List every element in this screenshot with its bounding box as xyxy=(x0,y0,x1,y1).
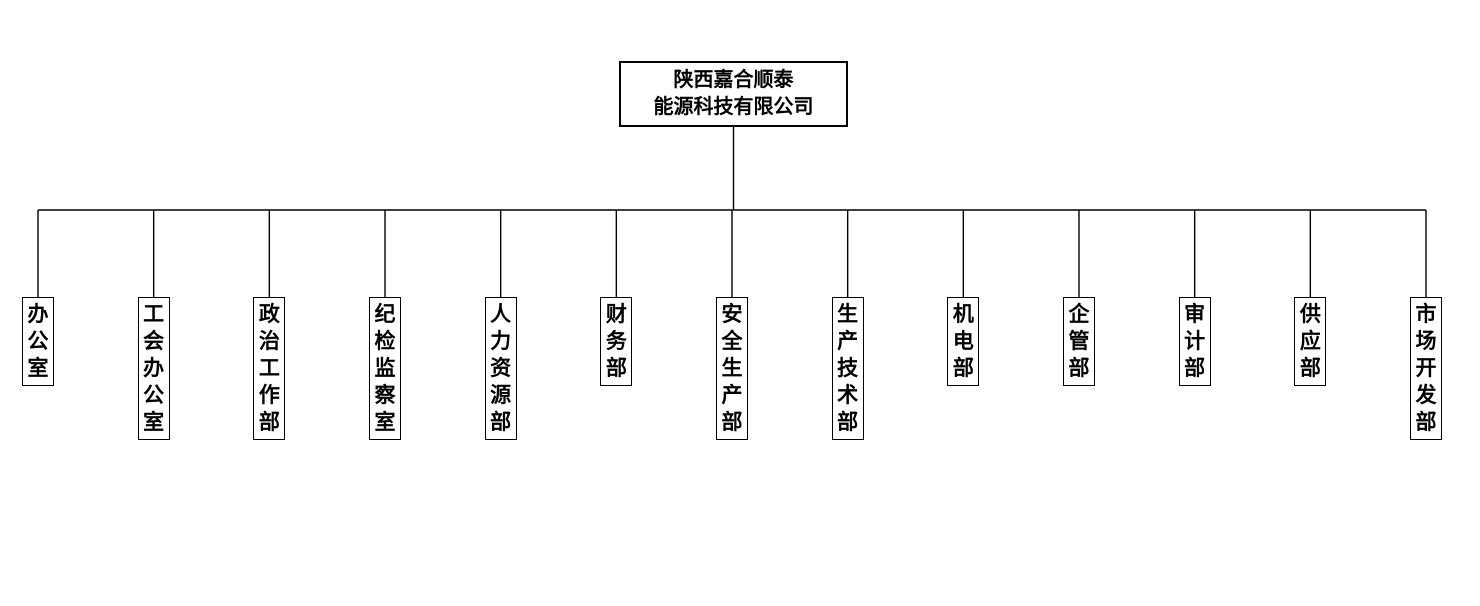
org-root-name-line1: 陕西嘉合顺泰 xyxy=(673,69,794,91)
dept-label-char: 部 xyxy=(490,410,512,434)
dept-label-char: 办 xyxy=(27,302,49,326)
dept-label-char: 生 xyxy=(837,302,859,326)
dept-label-char: 部 xyxy=(605,356,627,380)
dept-label-char: 察 xyxy=(374,383,396,407)
dept-label-char: 机 xyxy=(952,302,974,326)
dept-label-char: 治 xyxy=(258,329,280,353)
dept-label-char: 公 xyxy=(143,383,165,407)
dept-label-char: 部 xyxy=(1184,356,1206,380)
dept-label-char: 源 xyxy=(490,383,512,407)
dept-label-char: 计 xyxy=(1184,329,1206,353)
dept-label-char: 管 xyxy=(1068,329,1090,353)
dept-label-char: 部 xyxy=(258,410,280,434)
dept-label-char: 室 xyxy=(374,410,396,434)
dept-label-char: 监 xyxy=(374,356,396,380)
dept-box-3: 政治工作部 xyxy=(253,297,286,440)
dept-box-10: 企管部 xyxy=(1063,297,1095,386)
dept-label-char: 室 xyxy=(27,356,49,380)
dept-label-char: 部 xyxy=(1068,356,1090,380)
dept-box-12: 供应部 xyxy=(1294,297,1327,386)
dept-label-char: 供 xyxy=(1299,302,1321,326)
dept-label-char: 室 xyxy=(143,410,165,434)
dept-label-char: 审 xyxy=(1184,302,1206,326)
dept-label-char: 企 xyxy=(1068,302,1090,326)
dept-label-char: 部 xyxy=(721,410,743,434)
dept-label-char: 场 xyxy=(1415,329,1437,353)
dept-box-8: 生产技术部 xyxy=(831,297,864,440)
dept-label-char: 部 xyxy=(1299,356,1321,380)
dept-box-9: 机电部 xyxy=(947,297,980,386)
dept-label-char: 市 xyxy=(1415,302,1437,326)
dept-label-char: 力 xyxy=(490,329,512,353)
dept-label-char: 电 xyxy=(952,329,974,353)
dept-label-char: 部 xyxy=(1415,410,1437,434)
dept-label-char: 部 xyxy=(837,410,859,434)
org-root-name-line2: 能源科技有限公司 xyxy=(653,96,814,118)
dept-label-char: 技 xyxy=(837,356,859,380)
dept-label-char: 工 xyxy=(258,356,280,380)
dept-label-char: 人 xyxy=(490,302,512,326)
dept-box-11: 审计部 xyxy=(1178,297,1211,386)
dept-label-char: 产 xyxy=(721,383,743,407)
dept-label-char: 应 xyxy=(1299,329,1321,353)
dept-label-char: 生 xyxy=(721,356,743,380)
dept-label-char: 全 xyxy=(721,329,743,353)
dept-label-char: 部 xyxy=(952,356,974,380)
dept-label-char: 会 xyxy=(143,329,165,353)
dept-box-1: 办公室 xyxy=(22,297,54,386)
dept-label-char: 产 xyxy=(837,329,859,353)
dept-box-6: 财务部 xyxy=(600,297,633,386)
dept-label-char: 发 xyxy=(1415,383,1437,407)
dept-box-4: 纪检监察室 xyxy=(369,297,401,440)
dept-box-13: 市场开发部 xyxy=(1410,297,1442,440)
dept-label-char: 政 xyxy=(258,302,280,326)
org-root-box: 陕西嘉合顺泰 能源科技有限公司 xyxy=(619,61,848,127)
dept-label-char: 开 xyxy=(1415,356,1437,380)
dept-label-char: 资 xyxy=(490,356,512,380)
dept-label-char: 办 xyxy=(143,356,165,380)
dept-label-char: 安 xyxy=(721,302,743,326)
dept-label-char: 术 xyxy=(837,383,859,407)
dept-box-7: 安全生产部 xyxy=(716,297,748,440)
dept-label-char: 纪 xyxy=(374,302,396,326)
dept-label-char: 作 xyxy=(258,383,280,407)
dept-label-char: 务 xyxy=(605,329,627,353)
dept-box-2: 工会办公室 xyxy=(137,297,170,440)
dept-label-char: 财 xyxy=(605,302,627,326)
dept-label-char: 检 xyxy=(374,329,396,353)
dept-label-char: 公 xyxy=(27,329,49,353)
dept-label-char: 工 xyxy=(143,302,165,326)
dept-box-5: 人力资源部 xyxy=(484,297,517,440)
